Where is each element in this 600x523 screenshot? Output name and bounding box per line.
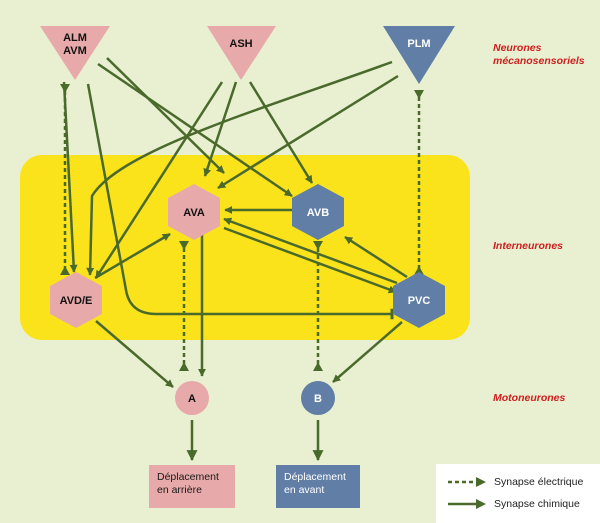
label-b: B: [314, 393, 322, 405]
category-inter-label: Interneurones: [493, 240, 564, 252]
synapse-ava-pvc: [223, 226, 397, 294]
label-ava: AVA: [183, 207, 205, 219]
neuron-alm-avm: ALM AVM: [40, 26, 110, 80]
category-motor: Motoneurones: [493, 392, 565, 405]
neuron-avb: AVB: [292, 184, 344, 240]
output-backward: Déplacement en arrière: [149, 465, 235, 508]
synapse-almavm-pvc: [86, 83, 394, 320]
category-sensory: Neurones mécanosensoriels: [493, 42, 585, 68]
neuron-ash: ASH: [207, 26, 276, 80]
synapse-almavm-ava: [106, 57, 225, 174]
dashed-line-icon: [448, 477, 486, 487]
output-backward-line2: en arrière: [157, 484, 202, 496]
synapse-almavm-avb: [97, 62, 293, 198]
output-forward: Déplacement en avant: [276, 465, 360, 508]
synapse-pvc-ava: [223, 217, 398, 285]
synapse-avde-a: [95, 320, 174, 388]
neuron-avde: AVD/E: [50, 272, 102, 328]
electrical-synapses: [63, 84, 421, 371]
interneuron-zone: [20, 155, 470, 340]
synapse-pvc-avb: [344, 235, 408, 279]
label-avde: AVD/E: [60, 295, 93, 307]
synapse-ash-avb: [248, 81, 314, 184]
electrical-synapse-ends: [60, 84, 424, 371]
label-alm: ALM: [63, 32, 87, 44]
category-sensory-line1: Neurones: [493, 42, 542, 54]
chemical-synapses: [62, 57, 408, 462]
legend-chemical: Synapse chimique: [446, 497, 596, 511]
output-forward-line2: en avant: [284, 484, 325, 496]
synapse-pvc-b: [332, 321, 403, 383]
label-plm: PLM: [407, 38, 430, 50]
neuron-pvc: PVC: [393, 272, 445, 328]
neuron-plm: PLM: [383, 26, 455, 84]
synapse-plm-avde: [86, 60, 393, 276]
category-inter: Interneurones: [493, 240, 563, 253]
label-avb: AVB: [307, 207, 329, 219]
label-pvc: PVC: [408, 295, 431, 307]
synapse-avde-ava: [94, 232, 171, 280]
legend: Synapse électrique Synapse chimique: [436, 464, 600, 523]
neuron-b: B: [301, 381, 335, 415]
output-backward-line1: Déplacement: [157, 471, 219, 483]
synapse-plm-ava: [217, 74, 399, 190]
output-forward-line1: Déplacement: [284, 471, 346, 483]
category-sensory-line2: mécanosensoriels: [493, 55, 585, 67]
solid-arrow-icon: [448, 499, 486, 509]
label-avm: AVM: [63, 45, 87, 57]
legend-electrical: Synapse électrique: [446, 475, 596, 489]
legend-electrical-label: Synapse électrique: [494, 476, 584, 488]
category-motor-label: Motoneurones: [493, 392, 566, 404]
legend-chemical-label: Synapse chimique: [494, 498, 580, 510]
label-a: A: [188, 393, 196, 405]
neuron-a: A: [175, 381, 209, 415]
neuron-ava: AVA: [168, 184, 220, 240]
label-ash: ASH: [229, 38, 252, 50]
